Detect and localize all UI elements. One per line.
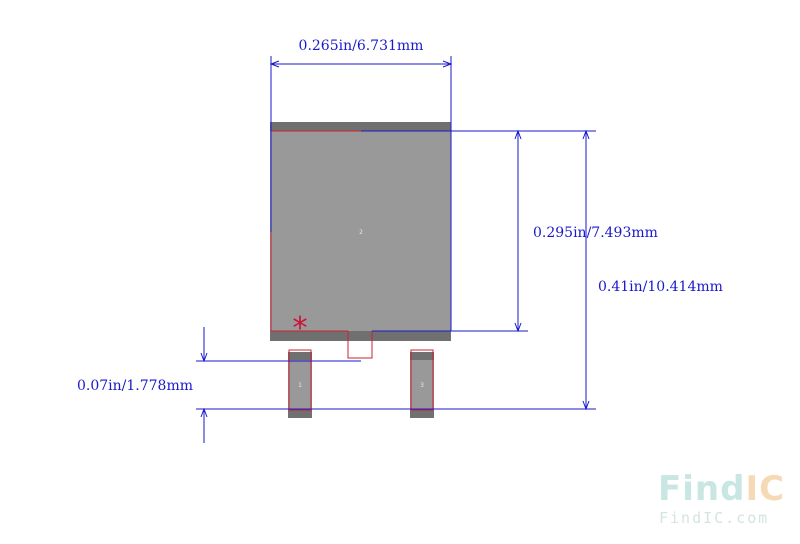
watermark-url: FindIC.com	[659, 509, 769, 527]
pin3-pad-bottom-band	[410, 410, 434, 418]
pin1-pad: 1	[288, 352, 312, 418]
pin1-outline	[288, 349, 312, 411]
width-arrow-right	[442, 60, 453, 68]
body-height-dimension-label: 0.295in/7.493mm	[533, 225, 658, 241]
tab-pad-label: 2	[359, 229, 363, 236]
pin3-outline	[410, 349, 434, 411]
pin1-marker-asterisk: *	[293, 311, 308, 346]
total-height-dimension-label: 0.41in/10.414mm	[598, 279, 723, 295]
body-height-arrow-top	[514, 129, 522, 140]
tab-pad-bottom-band	[270, 331, 451, 341]
pitch-arrow-top	[200, 352, 208, 363]
pin1-pad-fill	[288, 352, 312, 418]
pin3-pad-top-band	[410, 352, 434, 360]
pin3-pad: 3	[410, 352, 434, 418]
tab-pad: 2	[270, 122, 451, 341]
center-pin-outline	[347, 331, 373, 359]
tab-pad-fill	[270, 122, 451, 341]
width-dimension-label: 0.265in/6.731mm	[299, 38, 424, 54]
pin3-pad-fill	[410, 352, 434, 418]
pin1-pad-top-band	[288, 352, 312, 360]
watermark-logo: FindIC	[658, 469, 785, 509]
tab-pad-top-band	[270, 122, 451, 131]
pin1-pad-bottom-band	[288, 410, 312, 418]
body-height-arrow-bottom	[514, 322, 522, 333]
total-height-arrow-top	[582, 129, 590, 140]
pin1-pad-label: 1	[298, 382, 302, 389]
pin3-pad-label: 3	[420, 382, 424, 389]
findic-watermark: FindIC FindIC.com	[658, 469, 785, 527]
watermark-logo-ic: IC	[745, 469, 785, 509]
dimension-lines	[196, 56, 596, 443]
width-arrow-left	[269, 60, 280, 68]
watermark-logo-find: Find	[658, 469, 745, 509]
pitch-arrow-bottom	[200, 407, 208, 418]
pitch-dimension-label: 0.07in/1.778mm	[77, 378, 193, 394]
